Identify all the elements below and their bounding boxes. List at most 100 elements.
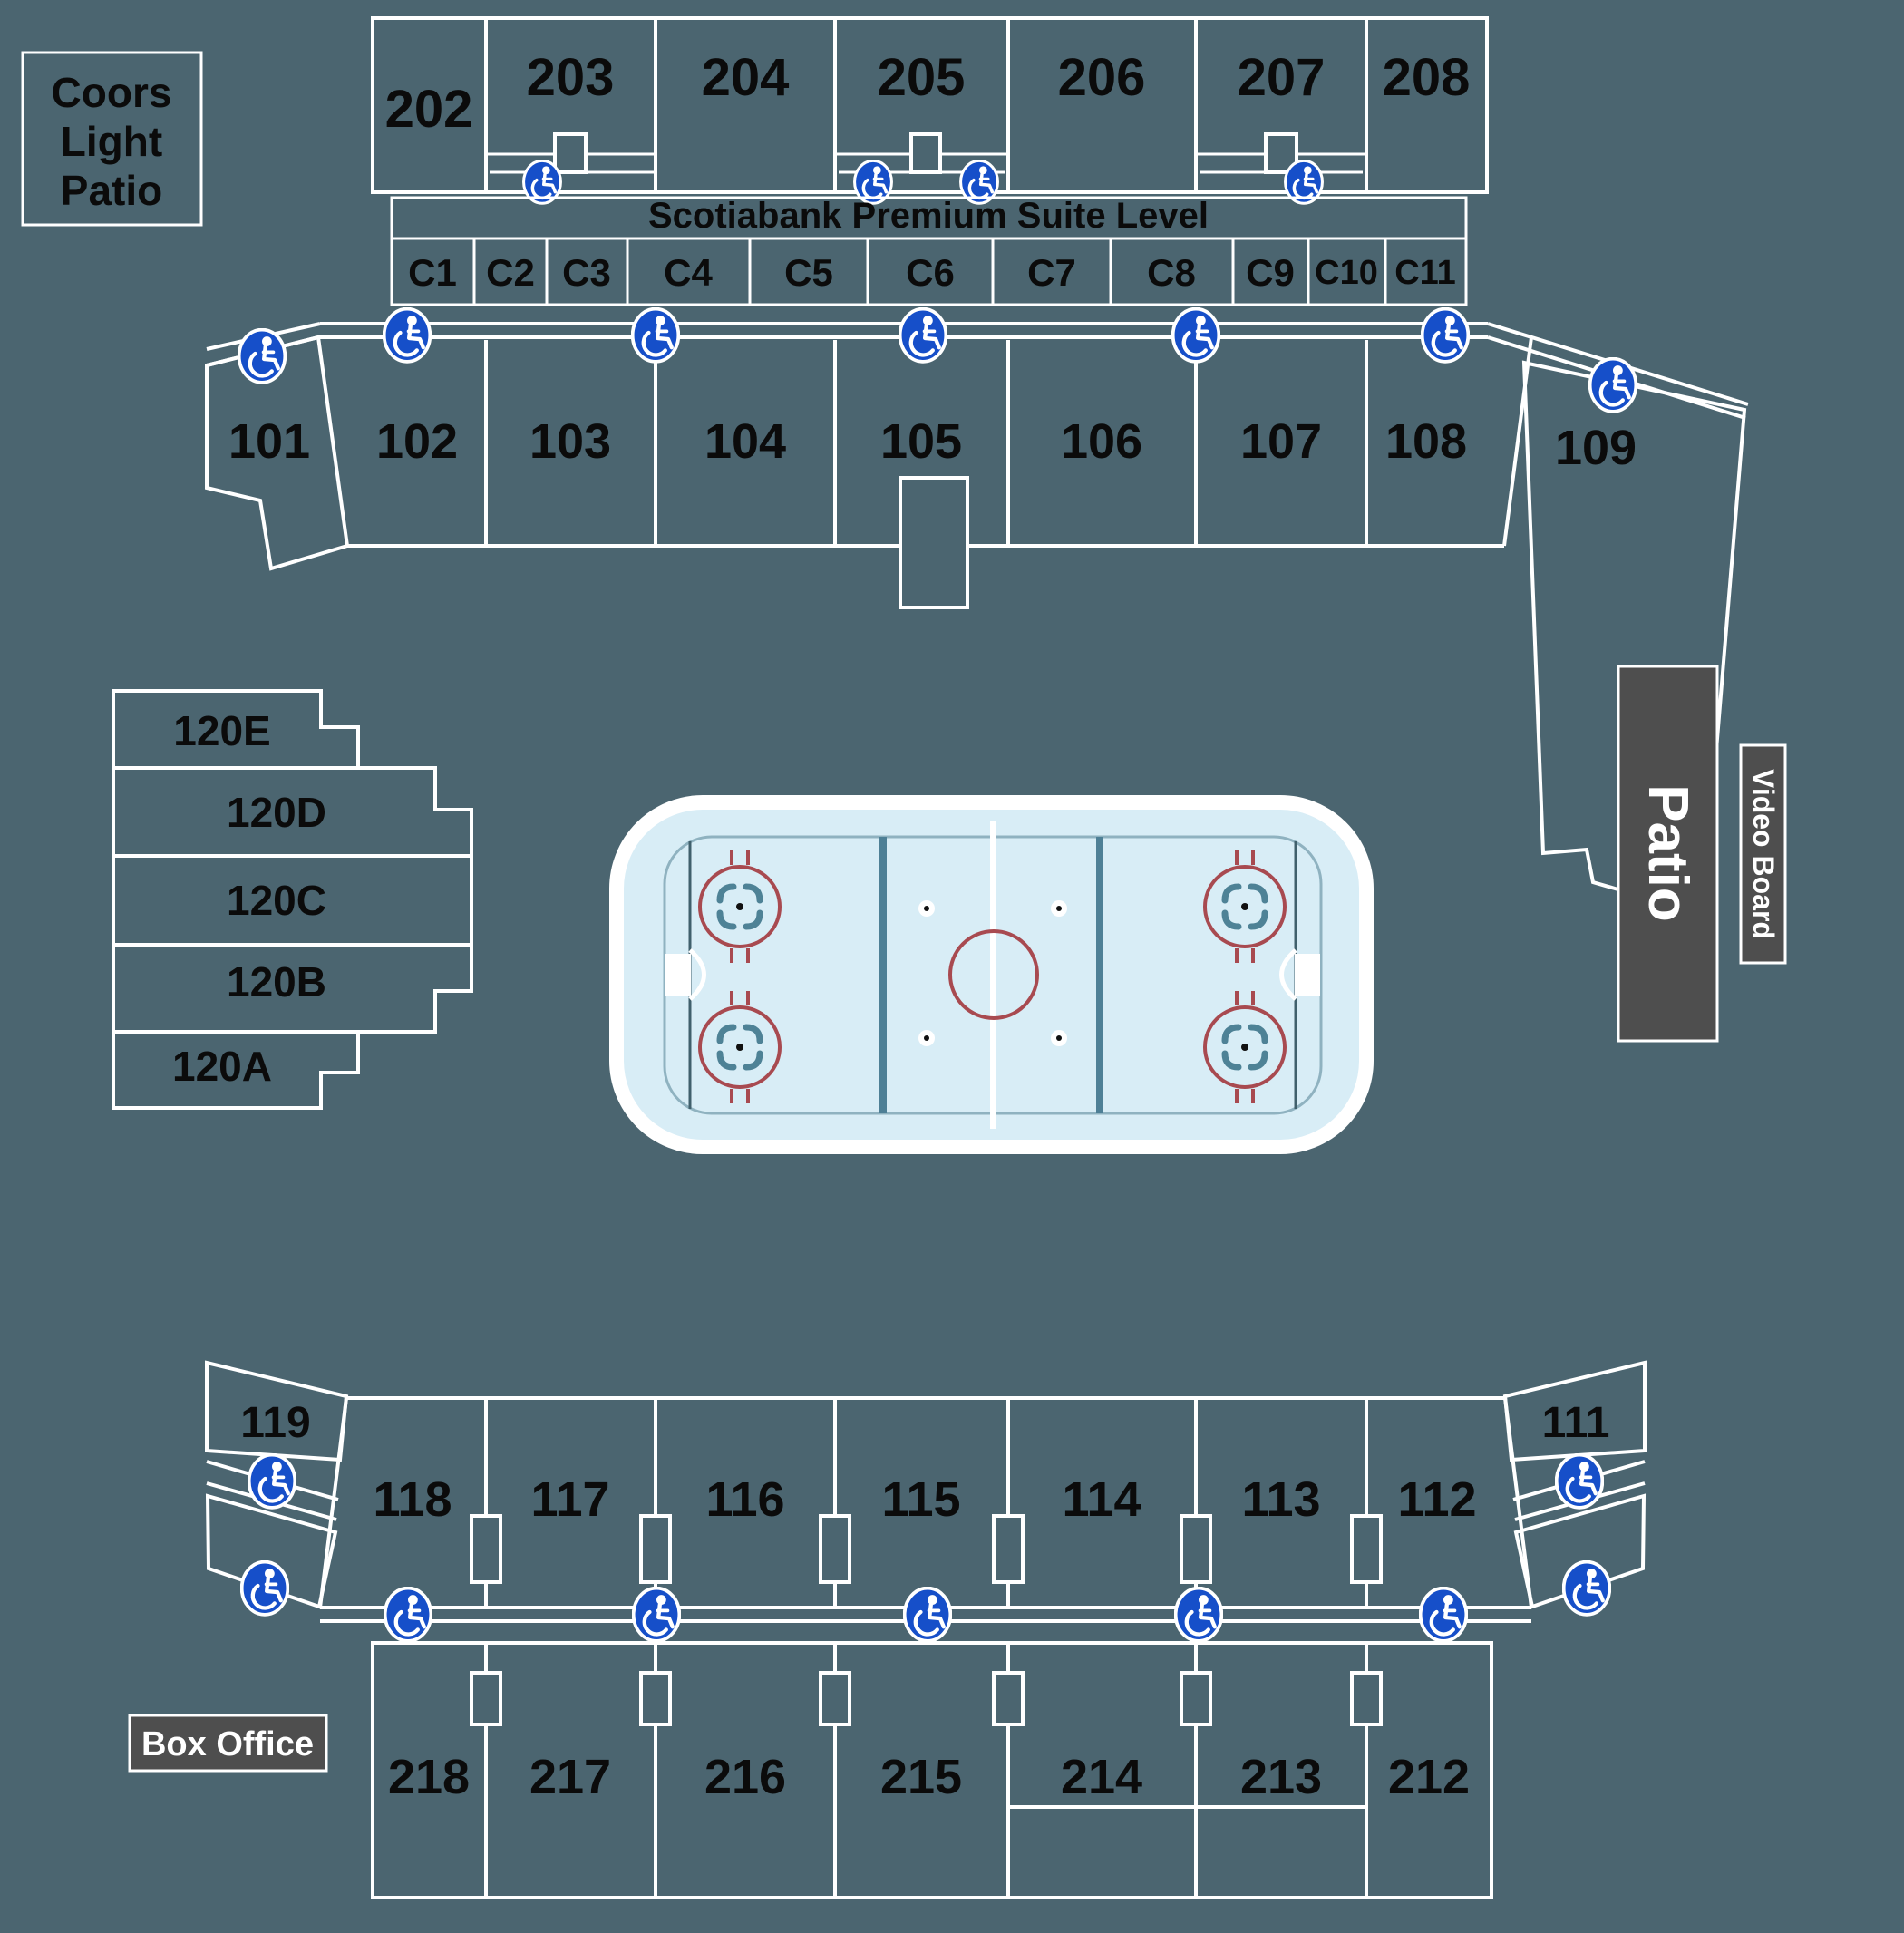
tunnel <box>639 1671 672 1726</box>
tunnel <box>1180 1514 1212 1584</box>
wheelchair-icon <box>1176 1588 1222 1641</box>
wheelchair-icon <box>1173 309 1219 362</box>
section-114-label: 114 <box>1062 1472 1141 1527</box>
box-office-box <box>128 1714 328 1773</box>
tunnel <box>819 1671 851 1726</box>
section-105-label: 105 <box>880 414 962 469</box>
section-117-label: 117 <box>530 1472 609 1527</box>
section-208[interactable] <box>1365 16 1489 194</box>
tunnel <box>1350 1671 1383 1726</box>
section-101[interactable] <box>205 335 350 571</box>
faceoff-dots <box>736 900 1248 1051</box>
section-205-stair-notch <box>909 132 942 174</box>
suite-C1-label: C1 <box>408 251 457 294</box>
section-212-label: 212 <box>1388 1750 1470 1804</box>
section-120B-label: 120B <box>227 958 326 1005</box>
section-111-label: 111 <box>1542 1399 1610 1447</box>
video-board-box <box>1739 743 1787 965</box>
lower-top-dividers <box>484 340 1368 546</box>
section-113-label: 113 <box>1241 1472 1320 1527</box>
side-left-sections: 120E 120D 120C 120B 120A <box>112 689 473 1110</box>
section-120C-label: 120C <box>227 877 326 924</box>
patio-area: Patio <box>1617 665 1719 1043</box>
section-119-label: 119 <box>240 1399 310 1447</box>
tunnel <box>992 1671 1025 1726</box>
section-104-label: 104 <box>704 414 786 469</box>
section-215-label: 215 <box>880 1750 962 1804</box>
section-204-label: 204 <box>702 48 790 107</box>
section-206-label: 206 <box>1058 48 1146 107</box>
section-109[interactable] <box>1521 360 1747 917</box>
suite-C3-label: C3 <box>562 251 611 294</box>
section-120A[interactable] <box>112 1030 360 1110</box>
section-108-right-edge <box>1502 336 1533 547</box>
suite-C2-label: C2 <box>486 251 535 294</box>
wheelchair-icon <box>1590 359 1637 412</box>
section-203-label: 203 <box>527 48 615 107</box>
suite-C11[interactable] <box>1384 237 1468 306</box>
section-105-tunnel <box>899 476 969 609</box>
suite-C7-label: C7 <box>1027 251 1076 294</box>
faceoff-hash-marks <box>716 883 1268 1071</box>
section-108-label: 108 <box>1385 414 1467 469</box>
suite-C10-label: C10 <box>1315 254 1378 292</box>
wheelchair-icon <box>242 1562 288 1615</box>
section-107-label: 107 <box>1240 414 1322 469</box>
upper-top-sections: 202 203 204 205 206 207 208 <box>371 16 1489 205</box>
wheelchair-icon <box>239 330 286 383</box>
tunnel <box>1180 1671 1212 1726</box>
tunnel <box>1350 1514 1383 1584</box>
section-205-label: 205 <box>878 48 966 107</box>
box-office-area: Box Office <box>128 1714 328 1773</box>
wheelchair-icon <box>1423 309 1469 362</box>
video-board-area: Video Board <box>1739 743 1787 965</box>
tunnel <box>992 1514 1025 1584</box>
suite-banner-label: Scotiabank Premium Suite Level <box>648 196 1209 236</box>
lower-bottom-dividers <box>484 1398 1368 1608</box>
coors-light-patio-box <box>21 51 203 227</box>
box-office-label: Box Office <box>141 1725 314 1763</box>
coors-light-patio-label-line2: Light <box>61 118 162 165</box>
lower-top-sections: 101 102 103 104 105 106 107 108 109 <box>205 309 1747 917</box>
upper-bottom-dividers <box>484 1643 1368 1898</box>
upper-bottom-sections: 218 217 216 215 214 213 212 <box>371 1641 1493 1899</box>
upper-bottom-outline <box>371 1641 1493 1899</box>
suites-row: C1 C2 C3 C4 C5 C6 C7 C8 C9 C10 C11 <box>390 237 1468 306</box>
wheelchair-icon <box>1557 1455 1603 1508</box>
lower-bottom-sections: 119 118 117 116 115 114 113 112 111 <box>205 1360 1647 1615</box>
tunnel <box>470 1671 502 1726</box>
section-102-label: 102 <box>376 414 458 469</box>
rink-center-circle <box>948 929 1039 1020</box>
section-109-label: 109 <box>1555 421 1637 475</box>
section-213-label: 213 <box>1240 1750 1322 1804</box>
video-board-label: Video Board <box>1747 769 1780 939</box>
patio-label: Patio <box>1637 784 1699 922</box>
rink-blue-lines <box>879 837 1103 1113</box>
section-112-label: 112 <box>1397 1472 1476 1527</box>
wheelchair-icon <box>1564 1562 1610 1615</box>
section-115-label: 115 <box>881 1472 960 1527</box>
section-218-label: 218 <box>388 1750 470 1804</box>
wheelchair-icon <box>385 1588 432 1641</box>
coors-light-patio-label-line1: Coors <box>52 69 172 116</box>
goal-creases <box>665 948 1320 1001</box>
section-116-label: 116 <box>705 1472 784 1527</box>
suite-C11-label: C11 <box>1394 254 1456 292</box>
section-103-label: 103 <box>529 414 611 469</box>
suite-C9-label: C9 <box>1246 251 1295 294</box>
section-120A-label: 120A <box>172 1043 272 1090</box>
section-106-label: 106 <box>1061 414 1142 469</box>
section-202-label: 202 <box>385 80 473 139</box>
coors-light-patio: Coors Light Patio <box>21 51 203 227</box>
wheelchair-icon <box>634 1588 680 1641</box>
suite-C5-label: C5 <box>784 251 833 294</box>
suite-level-banner: Scotiabank Premium Suite Level <box>390 196 1468 240</box>
wheelchair-icon <box>633 309 679 362</box>
section-101-label: 101 <box>228 414 310 469</box>
coors-light-patio-label-line3: Patio <box>61 167 162 214</box>
wheelchair-icon <box>249 1455 296 1508</box>
section-216-label: 216 <box>704 1750 786 1804</box>
wheelchair-icon <box>384 309 431 362</box>
